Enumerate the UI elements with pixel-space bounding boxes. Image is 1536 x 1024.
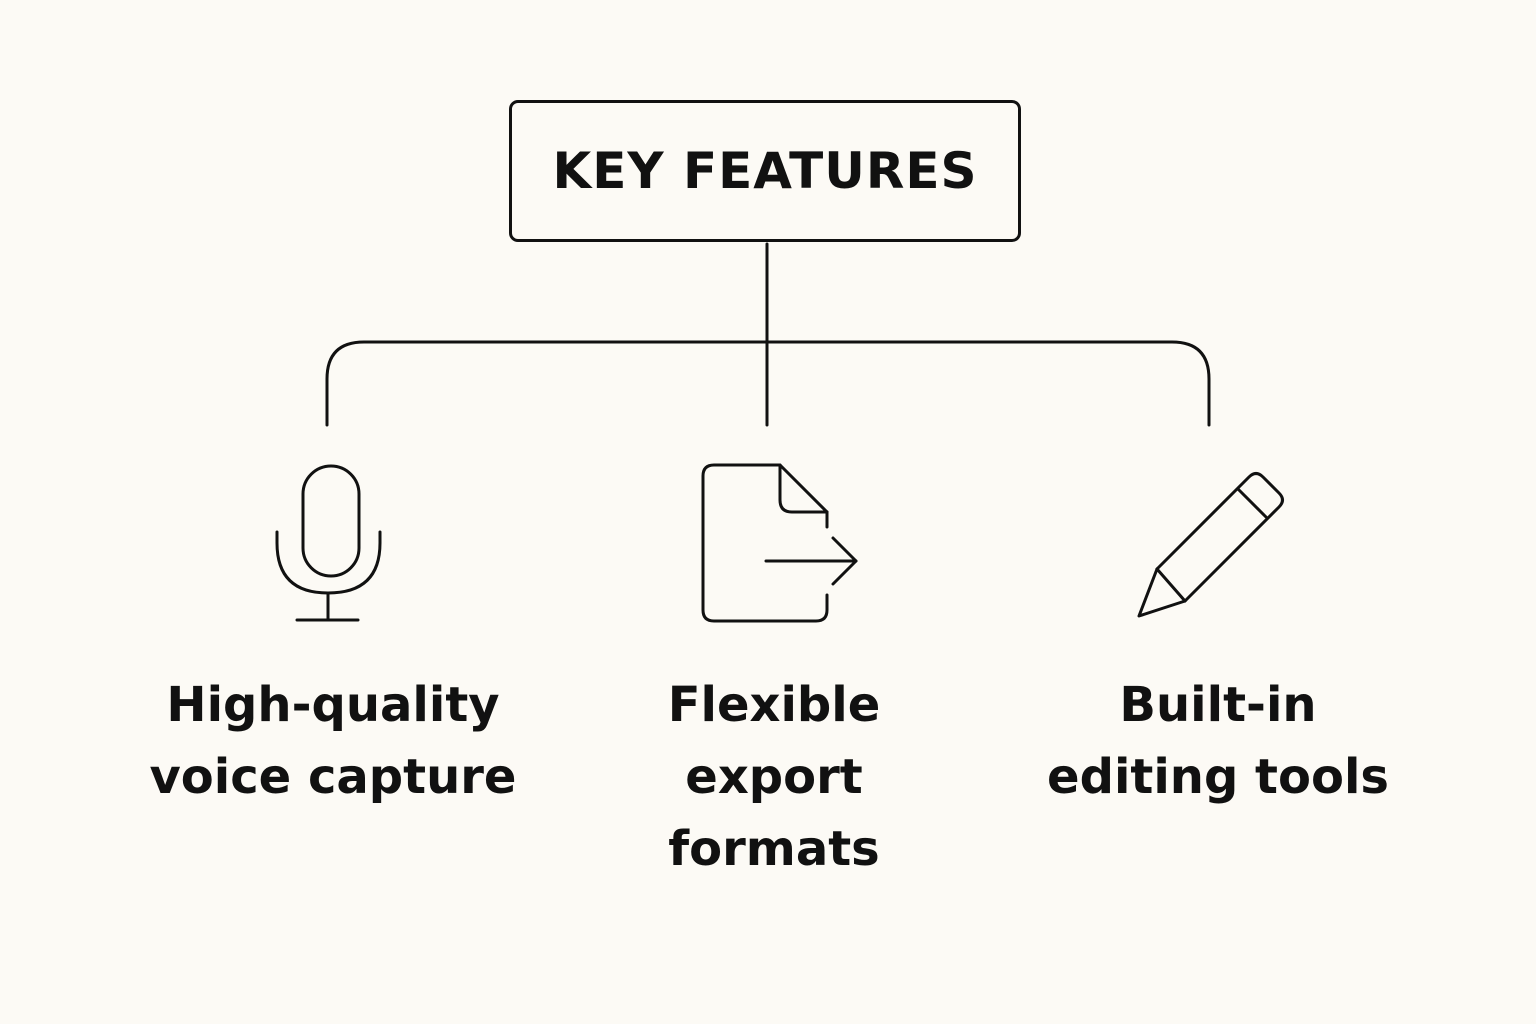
diagram-title: KEY FEATURES	[552, 142, 978, 200]
microphone-icon	[275, 464, 382, 622]
feature-label-editing-tools: Built-in editing tools	[1018, 669, 1418, 813]
title-box: KEY FEATURES	[509, 100, 1021, 242]
feature-label-export-formats: Flexible export formats	[574, 669, 974, 885]
feature-label-line: Built-in	[1119, 677, 1317, 733]
feature-label-line: editing tools	[1047, 749, 1389, 805]
file-export-icon	[701, 463, 858, 623]
pencil-icon	[1137, 472, 1284, 618]
feature-label-line: High-quality	[166, 677, 500, 733]
connector-branch	[325, 340, 1211, 427]
feature-label-line: formats	[668, 821, 880, 877]
feature-label-line: voice capture	[149, 749, 517, 805]
feature-label-line: Flexible	[667, 677, 881, 733]
feature-label-line: export	[685, 749, 863, 805]
feature-label-voice-capture: High-quality voice capture	[123, 669, 543, 813]
